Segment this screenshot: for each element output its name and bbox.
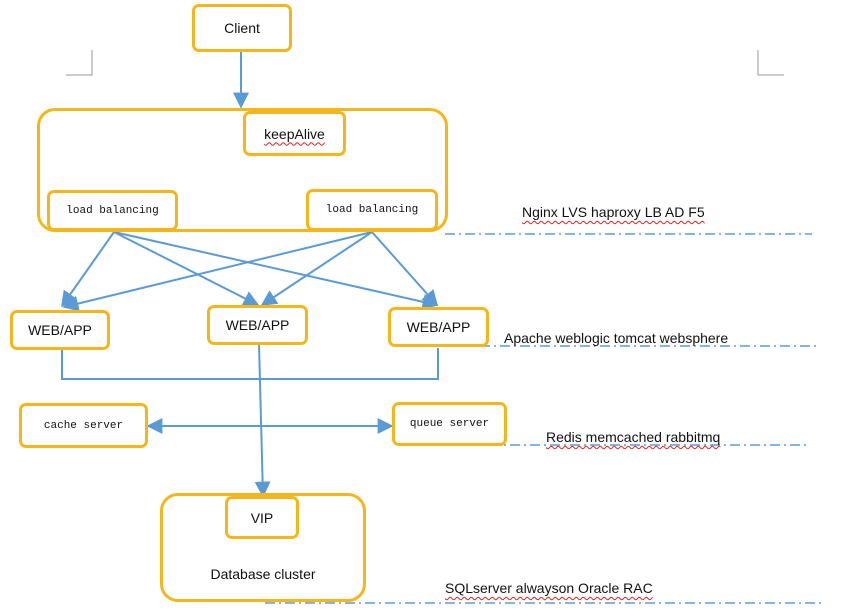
- web-app-label-left: WEB/APP: [28, 322, 92, 338]
- web-app-node-left: WEB/APP: [10, 310, 110, 350]
- web-app-node-middle: WEB/APP: [207, 305, 308, 345]
- arrow-lb-right-to-web-left: [62, 231, 373, 312]
- arrow-lb-left-to-web-left: [61, 231, 115, 308]
- web-app-label-middle: WEB/APP: [225, 317, 290, 333]
- cache-tier-label: Redis memcached rabbitmq: [546, 429, 721, 445]
- web-app-node-right: WEB/APP: [388, 307, 489, 347]
- database-cluster-label: Database cluster: [210, 566, 316, 582]
- db-tier-label: SQLserver alwayson Oracle RAC: [445, 580, 653, 596]
- lb-right-label: load balancing: [325, 204, 419, 216]
- arrow-lb-left-to-web-mid: [113, 231, 260, 306]
- client-node: Client: [192, 4, 292, 52]
- lb-left-label: load balancing: [66, 204, 159, 217]
- web-app-label-right: WEB/APP: [406, 319, 471, 335]
- queue-server-node: queue server: [392, 402, 507, 446]
- arrow-web-to-vip: [254, 343, 271, 498]
- database-cluster-node: Database cluster: [160, 493, 366, 602]
- vip-label: VIP: [250, 509, 274, 526]
- arrow-lb-right-to-web-mid: [260, 231, 373, 306]
- web-tier-bus: [61, 348, 439, 380]
- keepalive-label: keepAlive: [264, 125, 325, 142]
- lb-tier-label: Nginx LVS haproxy LB AD F5: [522, 204, 705, 220]
- lb-right-node: load balancing: [306, 189, 438, 231]
- cache-server-node: cache server: [19, 403, 148, 448]
- page-corner-marks: [66, 50, 784, 76]
- arrow-lb-right-to-web-right: [371, 231, 439, 307]
- client-label: Client: [224, 20, 260, 36]
- queue-server-label: queue server: [409, 418, 490, 430]
- web-tier-label: Apache weblogic tomcat websphere: [504, 330, 729, 346]
- cache-server-label: cache server: [43, 419, 124, 432]
- arrow-lb-left-to-web-right: [113, 231, 439, 310]
- keepalive-node: keepAlive: [243, 111, 346, 156]
- vip-node: VIP: [225, 496, 299, 539]
- keepalive-group: [37, 108, 448, 232]
- lb-left-node: load balancing: [47, 190, 178, 231]
